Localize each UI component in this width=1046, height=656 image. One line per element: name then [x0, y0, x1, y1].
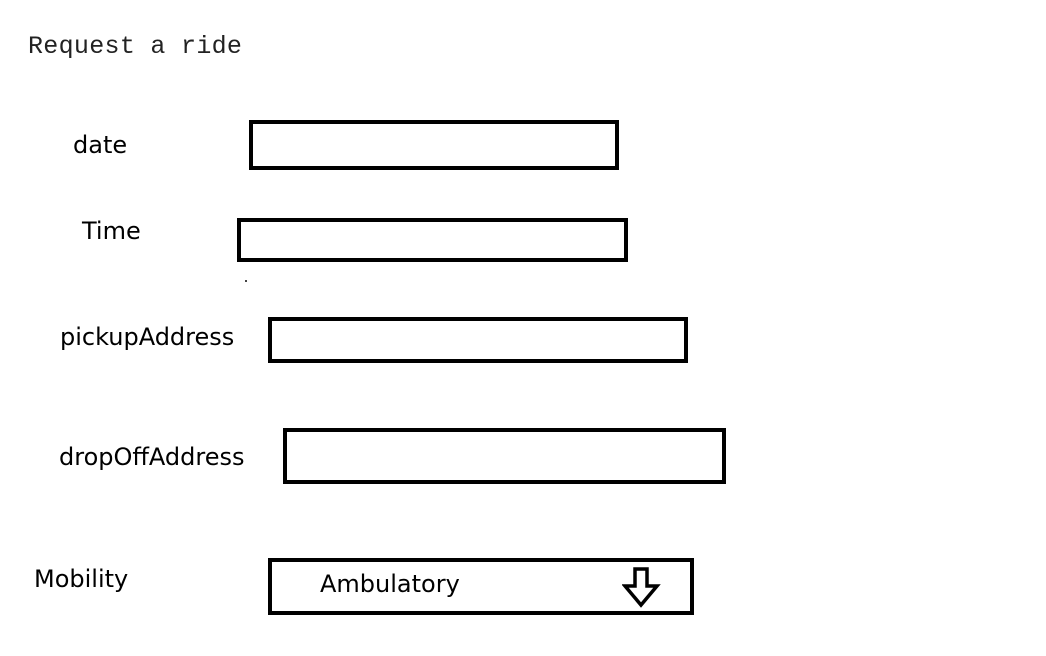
- page-title: Request a ride: [28, 32, 243, 61]
- mobility-select[interactable]: Ambulatory: [268, 558, 694, 615]
- pickup-address-label: pickupAddress: [60, 323, 235, 351]
- stray-dot: [245, 280, 247, 282]
- date-label: date: [73, 131, 128, 159]
- time-label: Time: [82, 217, 141, 245]
- time-input[interactable]: [237, 218, 628, 262]
- mobility-selected-value: Ambulatory: [320, 570, 460, 598]
- arrow-down-icon[interactable]: [622, 566, 662, 608]
- dropoff-address-label: dropOffAddress: [59, 443, 245, 471]
- date-input[interactable]: [249, 120, 619, 170]
- dropoff-address-input[interactable]: [283, 428, 726, 484]
- mobility-label: Mobility: [34, 565, 129, 593]
- pickup-address-input[interactable]: [268, 317, 688, 363]
